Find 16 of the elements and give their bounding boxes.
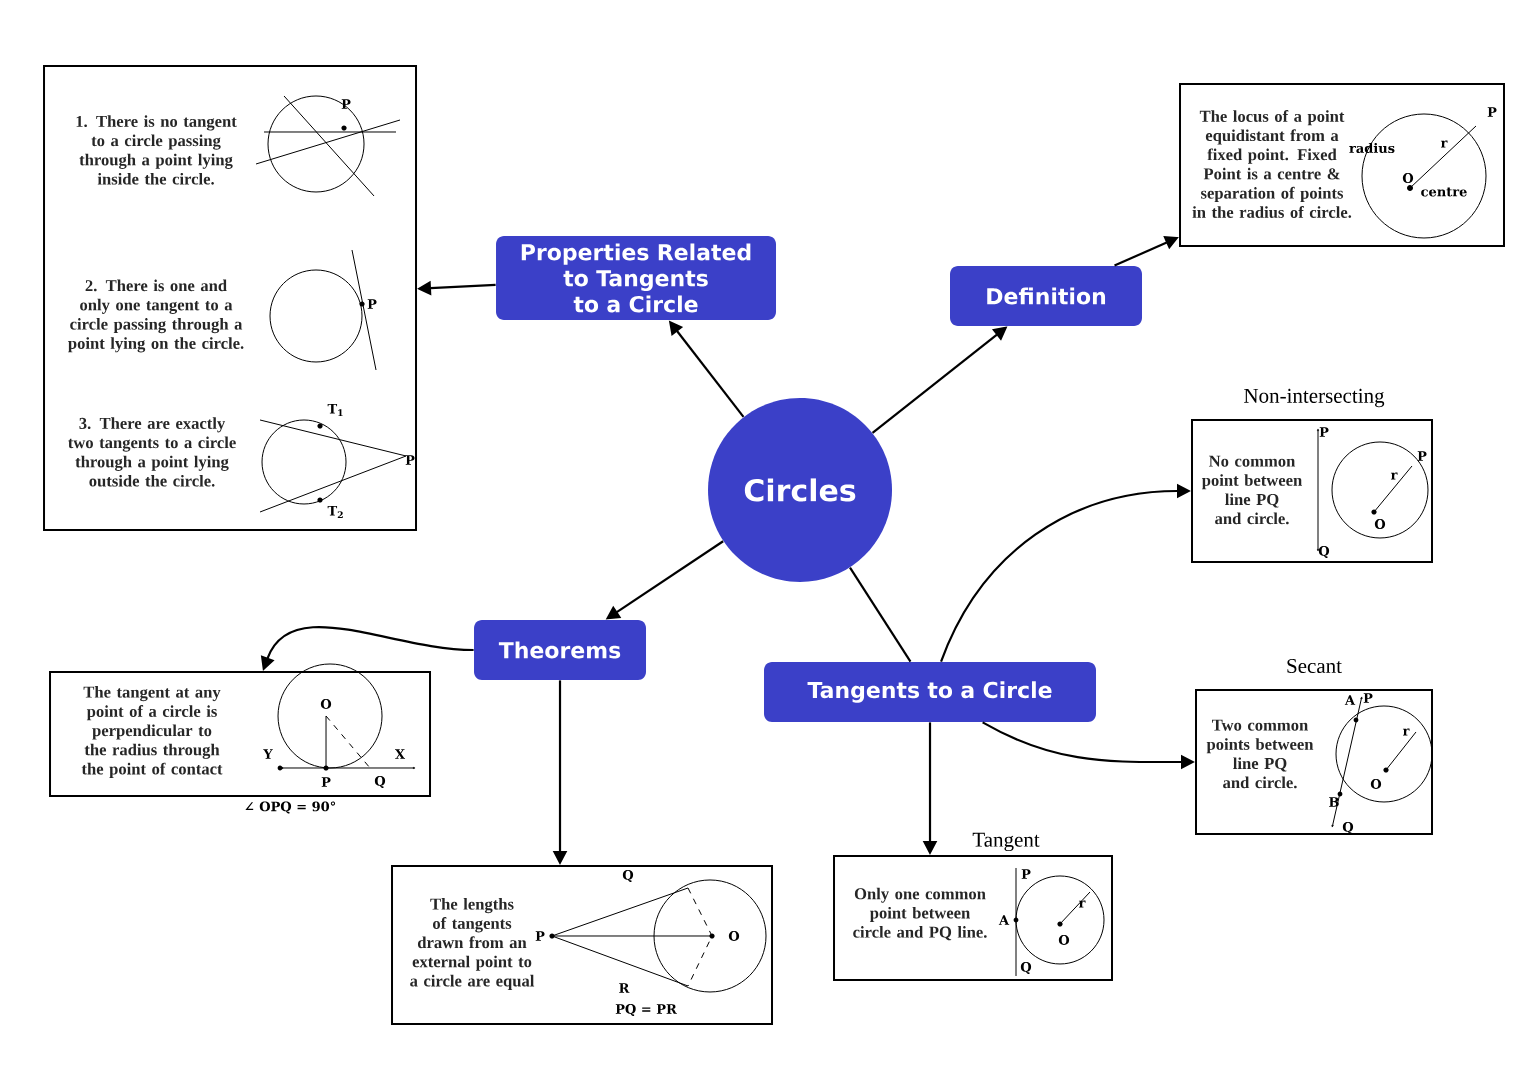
box-text: The locus of a point equidistant from a fixed point. Fixed Point is a centre & separation of points in the radius of circle. [1192,110,1352,218]
box-heading: Tangent [972,832,1040,852]
box-text: Two common points between line PQ and circle. [1206,719,1314,789]
box-text: The lengths of tangents drawn from an external point to a circle are equal [410,898,535,990]
box-text: 1. There is no tangent to a circle passing through a point lying inside the circle. [76,115,237,185]
topic-box: Theorems [474,620,646,680]
topic-box: Tangents to a Circle [764,662,1096,722]
topic-box: Definition [950,266,1142,326]
box-heading: Non-intersecting [1244,388,1385,408]
box-text: Only one common point between circle and PQ line. [853,887,987,941]
box-text: 3. There are exactly two tangents to a circle through a point lying outside the circle. [68,417,236,487]
box-text: No common point between line PQ and circle. [1201,455,1302,525]
box-heading: Secant [1287,658,1342,674]
box-text: The tangent at any point of a circle is perpendicular to the radius through the point of contact [81,686,223,778]
box-text: 2. There is one and only one tangent to a circle passing through a point lying on the circle. [68,279,244,353]
topic-box: Properties Related to Tangents to a Circle [496,236,776,320]
